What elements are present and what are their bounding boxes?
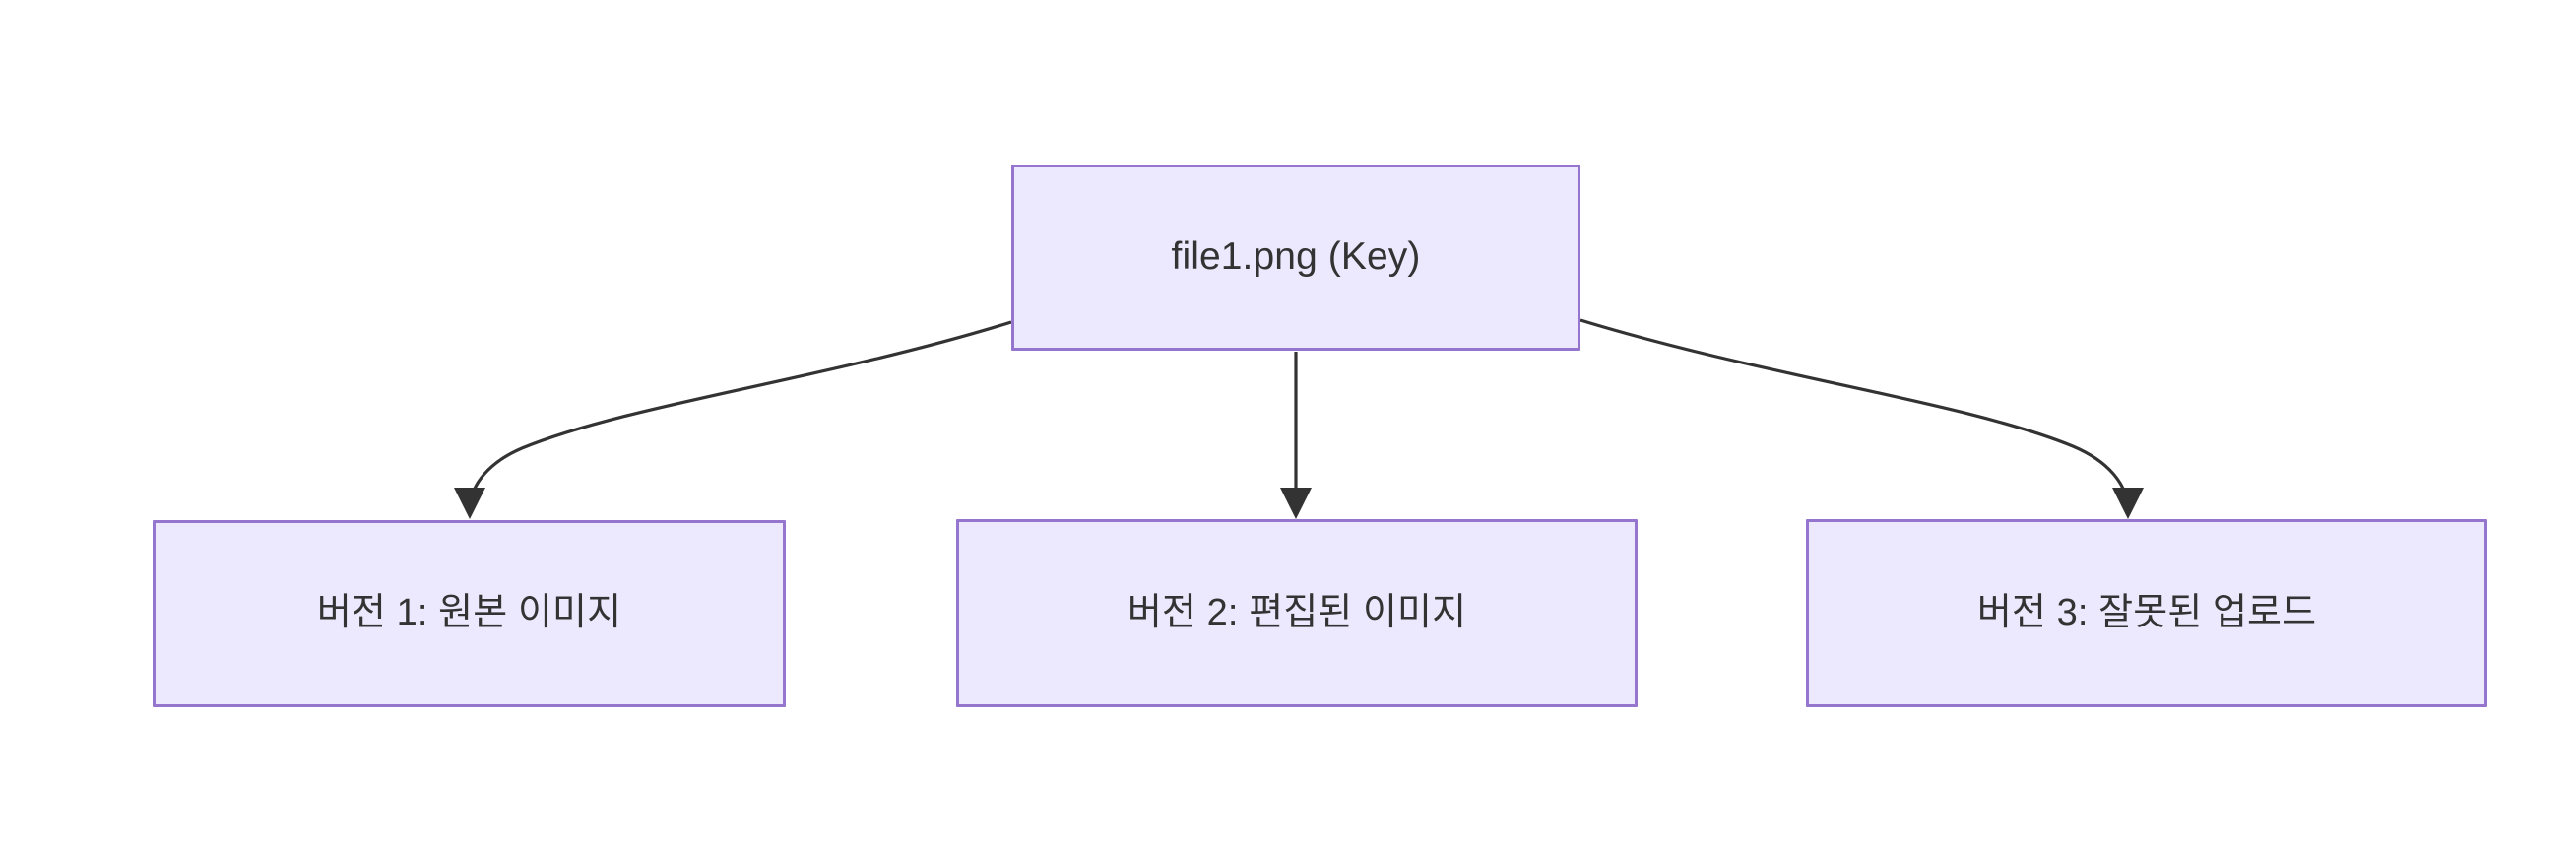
edge-root-to-version-2 — [1280, 352, 1312, 519]
node-file1-key[interactable]: file1.png (Key) — [1011, 165, 1580, 351]
node-label-version-3: 버전 3: 잘못된 업로드 — [1976, 591, 2317, 633]
node-version-1[interactable]: 버전 1: 원본 이미지 — [153, 520, 786, 707]
edge-root-v2-arrowhead — [1280, 488, 1312, 519]
edge-root-to-version-1 — [454, 320, 1012, 519]
edge-root-v3-arrowhead — [2112, 488, 2144, 519]
edge-root-to-version-3 — [1579, 318, 2144, 519]
node-label-version-1: 버전 1: 원본 이미지 — [316, 592, 622, 634]
edge-root-v3-path — [1579, 318, 2130, 505]
node-version-3[interactable]: 버전 3: 잘못된 업로드 — [1806, 519, 2487, 707]
edge-root-v1-path — [468, 320, 1012, 505]
node-version-2[interactable]: 버전 2: 편집된 이미지 — [956, 519, 1638, 707]
node-label-version-2: 버전 2: 편집된 이미지 — [1127, 591, 1467, 633]
node-label-root: file1.png (Key) — [1171, 235, 1421, 279]
edge-root-v1-arrowhead — [454, 488, 485, 519]
